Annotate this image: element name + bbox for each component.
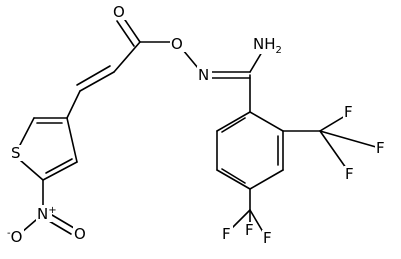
bond-ring-3 [249,169,284,190]
bonds [19,16,377,235]
atom-nitro-o-top: O [74,225,86,243]
bond-vinyl-double [79,71,115,92]
atom-nitro-n: N+ [37,205,57,223]
bond-cf3b-f2 [249,209,264,233]
bond-thio-2 [19,117,35,146]
bond-cf3b-f1 [231,209,251,229]
atom-sulfur: S [11,144,21,162]
bond-nitro-o-top-2 [48,220,72,235]
atom-nitro-o-left: -O [7,228,22,246]
bond-thio-5 [66,117,78,163]
bond-carbonyl-double-2 [116,20,135,47]
bond-ring-1 [249,111,284,132]
atom-oxime-n: N [198,66,209,84]
atom-cf3-bottom-f2: F [245,221,254,239]
atom-cf3-right-f3: F [345,165,354,183]
bond-thio-3 [19,159,44,181]
atom-labels: O O N NH2 S N+ O -O F F F F F [6,3,387,247]
bond-ring-4 [216,169,251,190]
bond-nitro-o-top [51,214,75,229]
atom-cf3-right-f2: F [376,139,385,157]
atom-cf3-bottom-f1: F [222,225,231,243]
bond-c-nh2 [249,51,263,73]
bond-thio-4 [42,161,78,181]
atom-carbonyl-o: O [113,3,125,21]
atom-cf3-right-f1: F [344,103,353,121]
bond-cf3r-f2 [319,130,377,148]
atom-ester-o: O [171,35,183,53]
atom-amine: NH2 [253,35,282,56]
bond-cf3r-f1 [319,115,346,132]
bond-carbonyl-double [122,16,141,43]
bond-ring-6 [216,111,251,132]
bond-cf3r-f3 [319,130,347,169]
bond-o-n [182,49,199,69]
bond-vinyl-thiophene [66,90,81,119]
bond-thio-4-double [45,158,73,174]
bond-nitro-o-left [21,219,37,233]
atom-cf3-bottom-f3: F [263,229,272,247]
bond-carbonyl-vinyl [113,41,141,73]
bond-vinyl-double-2 [76,65,111,86]
bond-ring-inner-3 [221,117,246,133]
bond-ring-inner-2 [221,168,246,184]
